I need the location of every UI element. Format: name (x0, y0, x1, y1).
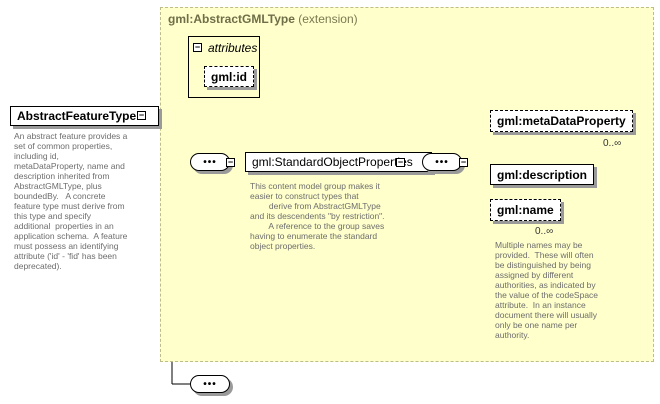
element-description[interactable]: gml:description (490, 164, 595, 185)
group-node[interactable]: gml:StandardObjectProperties (245, 152, 432, 172)
collapse-root-icon[interactable]: − (137, 110, 146, 120)
sequence-2-dots: ••• (435, 156, 449, 168)
collapse-sequence-1-icon[interactable]: − (226, 157, 235, 167)
attribute-id[interactable]: gml:id (204, 66, 254, 87)
sequence-compositor-3[interactable]: ••• (190, 375, 230, 393)
element-metadataproperty-label: gml:metaDataProperty (497, 114, 626, 128)
root-type-node[interactable]: AbstractFeatureType (10, 106, 160, 126)
name-multiplicity: 0..∞ (535, 226, 554, 237)
attribute-id-label: gml:id (211, 69, 247, 84)
extension-suffix: (extension) (298, 12, 358, 26)
sequence-compositor-1[interactable]: ••• (190, 153, 230, 171)
element-name[interactable]: gml:name (490, 199, 561, 221)
name-note: Multiple names may be provided. These wi… (495, 240, 599, 340)
root-description: An abstract feature provides a set of co… (14, 131, 128, 271)
attributes-label: attributes (208, 41, 258, 55)
group-description: This content model group makes it easier… (250, 181, 385, 251)
metadataproperty-multiplicity: 0..∞ (603, 138, 622, 149)
extension-type-name: gml:AbstractGMLType (168, 12, 295, 26)
sequence-3-dots: ••• (203, 378, 217, 390)
sequence-1-dots: ••• (203, 156, 217, 168)
group-name: gml:StandardObjectProperties (252, 155, 413, 169)
extension-title: gml:AbstractGMLType (extension) (168, 12, 358, 26)
collapse-sequence-2-icon[interactable]: − (459, 157, 468, 167)
collapse-attributes-icon[interactable]: − (193, 42, 202, 52)
collapse-group-icon[interactable]: − (396, 157, 405, 167)
root-type-name: AbstractFeatureType (17, 109, 137, 123)
element-name-label: gml:name (497, 203, 554, 217)
element-metadataproperty[interactable]: gml:metaDataProperty (490, 110, 633, 132)
element-description-label: gml:description (497, 167, 588, 182)
sequence-compositor-2[interactable]: ••• (422, 153, 462, 171)
